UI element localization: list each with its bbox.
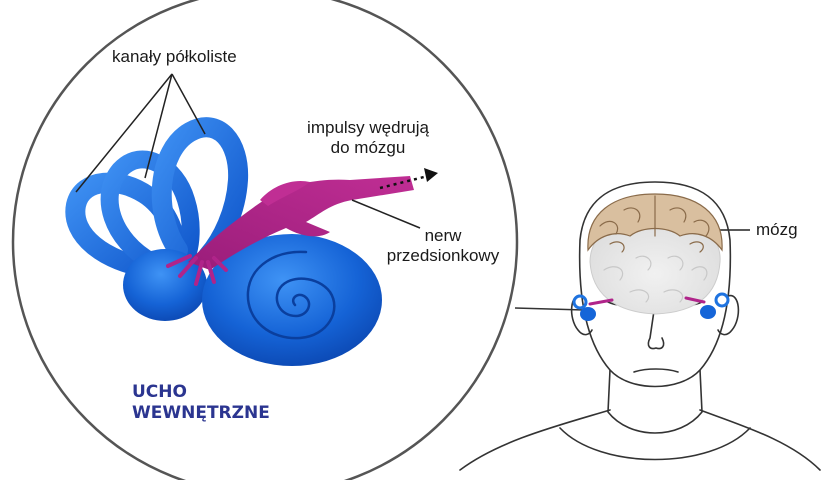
- semicircular-canal-superior: [100, 150, 200, 271]
- left-inner-ear-canal: [572, 294, 588, 310]
- right-ear-outline: [717, 295, 740, 336]
- label-nerve-line1: nerw: [424, 226, 462, 245]
- right-inner-ear-cochlea: [700, 305, 716, 319]
- vestibular-nerve: [188, 176, 414, 270]
- label-vestibular-nerve: nerw przedsionkowy: [378, 226, 508, 266]
- mouth: [633, 368, 679, 373]
- nose: [647, 303, 665, 350]
- nerve-branches: [166, 254, 228, 286]
- label-semicircular-canals: kanały półkoliste: [112, 47, 237, 66]
- head-inner-ears: [572, 292, 730, 321]
- label-impulses-line2: do mózgu: [330, 138, 406, 157]
- inner-ear-illustration: [65, 117, 438, 366]
- right-inner-ear-nerve: [684, 296, 706, 304]
- right-inner-ear-canal: [714, 292, 730, 308]
- shoulders-outline: [459, 409, 821, 471]
- label-pointer-lines: [75, 73, 750, 231]
- title-line2: WEWNĘTRZNE: [132, 403, 270, 423]
- label-impulses-line1: impulsy wędrują: [307, 118, 429, 137]
- brain-gyri: [599, 195, 710, 253]
- semicircular-canal-lateral: [151, 117, 249, 266]
- brain-illustration: [587, 193, 723, 315]
- impulse-arrowhead: [424, 168, 438, 182]
- magnifier-connector-line: [514, 307, 585, 311]
- neck-outline: [607, 369, 703, 434]
- diagram-title: UCHO WEWNĘTRZNE: [132, 382, 270, 424]
- left-inner-ear-cochlea: [580, 307, 596, 321]
- title-line1: UCHO: [132, 382, 187, 402]
- label-brain: mózg: [756, 220, 798, 239]
- label-impulses: impulsy wędrują do mózgu: [298, 118, 438, 158]
- left-inner-ear-nerve: [588, 298, 614, 306]
- collar-outline: [559, 427, 751, 461]
- brain-lower-gyri: [603, 255, 708, 303]
- impulse-dotted-arrow: [379, 174, 429, 190]
- nerve-bundle-upper: [260, 180, 310, 206]
- head-outline: [578, 181, 732, 388]
- label-nerve-line2: przedsionkowy: [386, 246, 500, 265]
- cochlea-spiral: [246, 250, 336, 340]
